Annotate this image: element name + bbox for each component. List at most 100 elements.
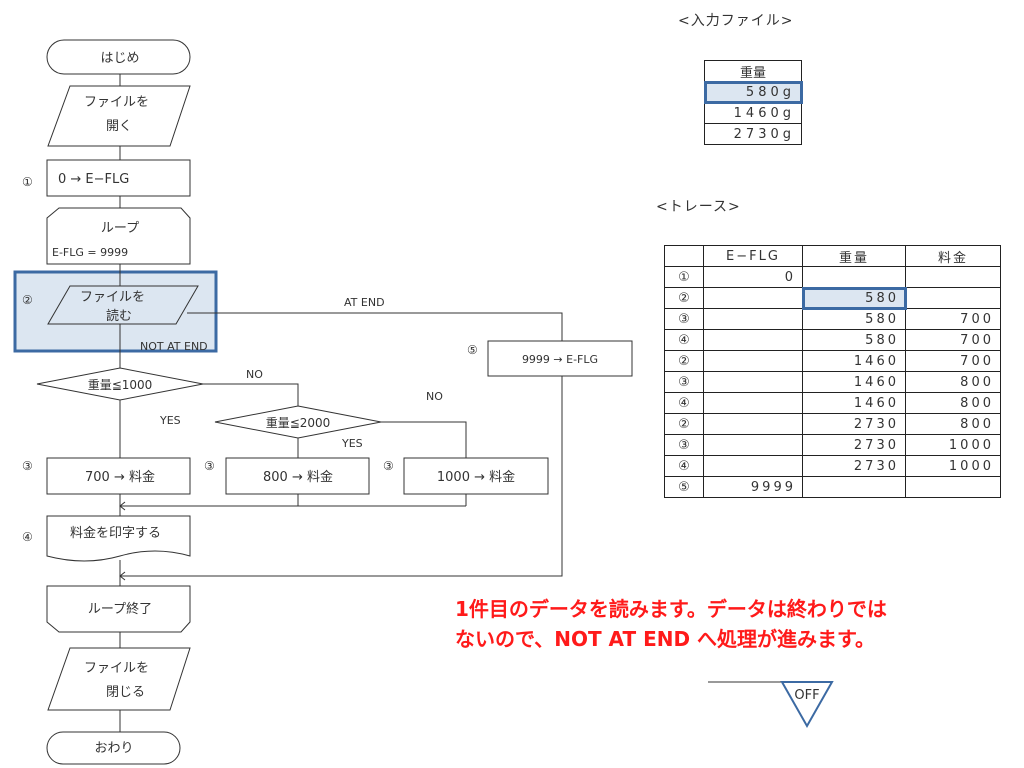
trace-cell: 700 [905,308,1001,330]
input-row: 580g [703,80,803,104]
step4-marker: ④ [22,530,33,544]
input-row: 1460g [704,102,802,124]
trace-step-cell: ① [664,266,704,288]
trace-step-cell: ② [664,413,704,435]
switch-label: OFF [794,688,819,703]
trace-cell [703,413,803,435]
open-file-label-2: 開く [106,119,132,134]
end-terminal [46,731,181,765]
merge-connector [119,494,467,511]
trace-step-cell: ⑤ [664,476,704,498]
set-end-flag-text: 9999 → E-FLG [522,353,598,366]
trace-cell [703,329,803,351]
trace-cell [703,308,803,330]
weight-1000-decision [36,367,204,401]
fee-700-text: 700 → 料金 [85,469,155,485]
trace-cell [802,266,906,288]
fee-800-process [225,457,370,495]
input-header: 重量 [704,60,802,82]
step3-marker-b: ③ [204,459,215,473]
close-file-io [47,647,191,711]
trace-header-cell: E−FLG [703,245,803,267]
step5-marker: ⑤ [467,343,478,357]
end-label: おわり [94,741,133,756]
set-end-flag-process [487,340,633,377]
trace-step-cell: ② [664,350,704,372]
trace-title: <トレース> [656,199,741,215]
trace-cell: 700 [905,350,1001,372]
no2-connector [381,421,467,458]
trace-cell: 1000 [905,434,1001,456]
input-row: 2730g [704,123,802,145]
print-fee-document [46,515,191,562]
trace-cell: 800 [905,371,1001,393]
switch-indicator: OFF [708,681,834,729]
start-label: はじめ [100,51,139,66]
trace-step-cell: ④ [664,392,704,414]
read-file-io [47,285,199,325]
cond2-label: 重量≦2000 [266,416,331,430]
trace-cell [905,266,1001,288]
loop-start [46,207,191,265]
trace-cell: 1460 [802,392,906,414]
open-file-io [47,85,191,147]
trace-cell: 1460 [802,371,906,393]
step1-marker: ① [22,175,33,189]
fee-800-text: 800 → 料金 [263,469,333,485]
close-file-label-1: ファイルを [84,661,149,676]
trace-step-cell: ③ [664,371,704,393]
loop-condition: E-FLG = 9999 [52,246,128,259]
caption-line-1: 1件目のデータを読みます。データは終わりでは [455,597,887,621]
trace-cell: 9999 [703,476,803,498]
init-flag-process [46,159,191,197]
trace-cell: 800 [905,413,1001,435]
switch-triangle [780,681,834,729]
trace-cell [802,476,906,498]
yes1-label: YES [159,414,181,427]
open-file-label-1: ファイルを [84,95,149,110]
flowchart: はじめ ファイルを 開く ① 0 → E−FLG ループ E-FLG = 999… [13,39,633,765]
trace-cell: 700 [905,329,1001,351]
trace-cell: 580 [802,308,906,330]
trace-step-cell: ④ [664,329,704,351]
trace-header-cell: 料金 [905,245,1001,267]
trace-cell [703,350,803,372]
close-file-label-2: 閉じる [106,685,145,700]
init-flag-text: 0 → E−FLG [58,172,129,187]
loop-label: ループ [101,221,139,236]
at-end-branch [119,312,563,581]
trace-cell [703,371,803,393]
trace-cell [703,434,803,456]
no1-label: NO [246,368,263,381]
at-end-label: AT END [344,296,385,309]
trace-cell: 0 [703,266,803,288]
trace-cell: 2730 [802,455,906,477]
no2-label: NO [426,390,443,403]
loop-end [46,585,191,633]
trace-header-cell: 重量 [802,245,906,267]
no1-connector [203,383,299,406]
input-file-table: 重量 580g 1460g 2730g [703,60,803,145]
trace-cell: 1000 [905,455,1001,477]
step3-marker-c: ③ [383,459,394,473]
trace-cell: 2730 [802,434,906,456]
trace-cell: 2730 [802,413,906,435]
trace-cell [703,455,803,477]
read-file-label-1: ファイルを [80,290,145,305]
trace-cell: 580 [801,286,907,310]
trace-cell [703,287,803,309]
caption-line-2: ないので、NOT AT END へ処理が進みます。 [455,627,876,651]
explanation-caption: 1件目のデータを読みます。データは終わりでは ないので、NOT AT END へ… [455,594,887,654]
print-fee-text: 料金を印字する [70,525,161,541]
fee-1000-process [403,457,549,495]
